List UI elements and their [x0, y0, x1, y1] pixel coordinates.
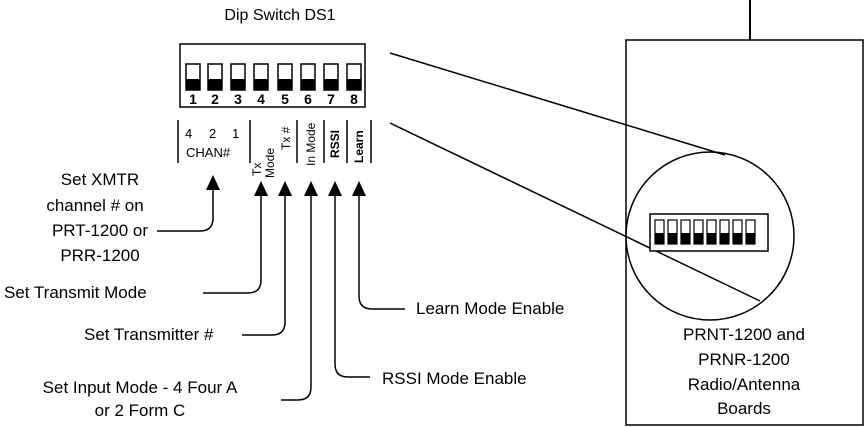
- arrowheads: [206, 175, 366, 196]
- mini-toggle-5: [706, 219, 717, 245]
- switch-number-2: 2: [211, 91, 219, 107]
- switch-number-7: 7: [327, 91, 335, 107]
- switch-number-3: 3: [234, 91, 242, 107]
- arrowhead-in-mode: [304, 181, 318, 196]
- arrowhead-tx-mode: [254, 181, 268, 196]
- callout-xmtr-line-4: PRR-1200: [60, 246, 140, 265]
- chan-bit-1: 1: [232, 126, 240, 141]
- arrowhead-rssi: [328, 181, 342, 196]
- callout-learn-mode: Learn Mode Enable: [416, 299, 565, 318]
- switch-number-5: 5: [281, 91, 289, 107]
- label-learn: Learn: [352, 130, 366, 163]
- mini-toggles: [654, 219, 756, 245]
- switch-number-1: 1: [189, 91, 197, 107]
- mini-toggle-7: [732, 219, 743, 245]
- mini-toggle-4: [693, 219, 704, 245]
- dip-switch-toggles: [185, 63, 362, 91]
- toggle-6: [300, 63, 316, 91]
- mini-toggle-3: [680, 219, 691, 245]
- arrowhead-learn: [352, 181, 366, 196]
- arrowhead-chan: [206, 175, 220, 190]
- mini-toggle-6: [719, 219, 730, 245]
- diagram-title: Dip Switch DS1: [224, 7, 336, 24]
- switch-number-6: 6: [304, 91, 312, 107]
- toggle-4: [253, 63, 269, 91]
- board-label-line-3: Radio/Antenna: [687, 375, 801, 394]
- board-label-line-4: Boards: [717, 399, 771, 418]
- label-txnum: Tx #: [279, 126, 293, 150]
- label-mode: Mode: [263, 147, 277, 178]
- chan-bit-4: 4: [185, 126, 193, 141]
- toggle-8: [346, 63, 362, 91]
- board-label-line-2: PRNR-1200: [698, 350, 790, 369]
- leader-tx-num: [242, 193, 286, 336]
- leader-learn: [358, 193, 405, 310]
- label-rssi: RSSI: [328, 129, 342, 158]
- toggle-1: [185, 63, 201, 91]
- label-tx: Tx: [250, 162, 264, 176]
- callout-transmitter-num: Set Transmitter #: [84, 325, 214, 344]
- switch-number-8: 8: [350, 91, 358, 107]
- toggle-3: [230, 63, 246, 91]
- arrowhead-tx-num: [278, 181, 292, 196]
- callout-xmtr-line-3: PRT-1200 or: [51, 221, 149, 240]
- toggle-7: [323, 63, 339, 91]
- leader-rssi: [334, 193, 370, 378]
- callout-xmtr-line-2: channel # on: [46, 196, 144, 215]
- leader-lines: [157, 188, 405, 401]
- callout-rssi-mode: RSSI Mode Enable: [382, 369, 527, 388]
- mini-toggle-2: [667, 219, 678, 245]
- label-brackets: [177, 120, 372, 163]
- toggle-2: [207, 63, 223, 91]
- toggle-5: [277, 63, 293, 91]
- label-inmode: In Mode: [304, 122, 318, 166]
- board-label-line-1: PRNT-1200 and: [683, 325, 805, 344]
- chan-bit-2: 2: [209, 126, 217, 141]
- callout-input-mode-line-2: or 2 Form C: [94, 401, 186, 420]
- chan-label: CHAN#: [186, 145, 231, 160]
- zoom-line-bottom: [389, 122, 761, 302]
- switch-number-4: 4: [257, 91, 265, 107]
- callout-input-mode-line-1: Set Input Mode - 4 Four A: [42, 378, 238, 397]
- mini-toggle-8: [745, 219, 756, 245]
- leader-in-mode: [281, 193, 312, 401]
- zoom-line-top: [389, 52, 726, 156]
- leader-tx-mode: [203, 193, 262, 294]
- callout-transmit-mode: Set Transmit Mode: [4, 283, 147, 302]
- mini-toggle-1: [654, 219, 665, 245]
- leader-chan: [157, 188, 214, 232]
- callout-xmtr-line-1: Set XMTR: [60, 170, 140, 189]
